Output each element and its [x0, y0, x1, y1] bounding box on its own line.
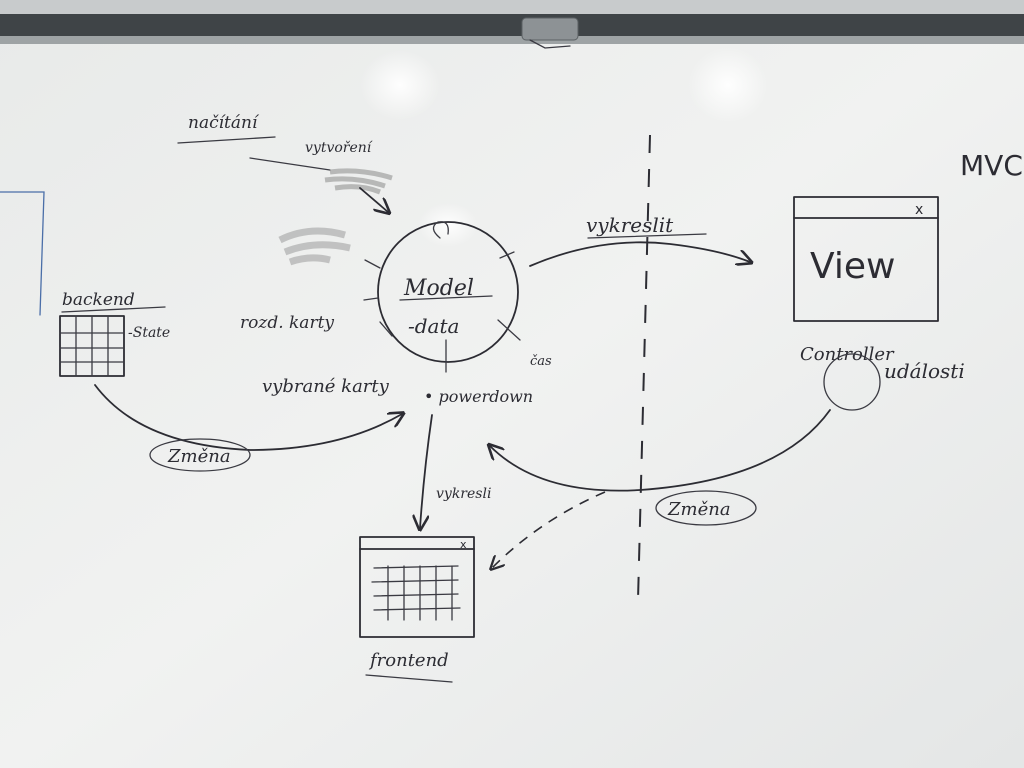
controller-circle — [823, 353, 881, 411]
stroke-nacitani — [249, 157, 331, 171]
board-clip-wire — [529, 39, 571, 49]
erased-scribble — [324, 168, 393, 195]
underline-frontend — [365, 674, 453, 683]
label-vykreslit: vykreslit — [586, 213, 674, 237]
light-glare — [418, 203, 478, 247]
model-node: Model -data — [363, 221, 521, 363]
label-powerdown: • powerdown — [424, 387, 533, 406]
circle-zmena-right — [655, 490, 757, 526]
label-data: -data — [408, 314, 459, 338]
partial-box-left-edge — [0, 191, 45, 316]
board-top-edge — [0, 0, 1024, 16]
frontend-close-icon: x — [460, 538, 467, 551]
label-nacitani: načítání — [188, 113, 260, 133]
board-frame-lip — [0, 36, 1024, 44]
underline-vykreslit — [587, 233, 707, 239]
underline-nacitani — [177, 136, 276, 144]
arrow-controller-to-model — [490, 409, 831, 492]
label-cas: čas — [530, 354, 552, 369]
label-backend: backend — [62, 290, 135, 310]
frontend-window: x — [359, 536, 475, 638]
frontend-grid-icon — [371, 565, 461, 621]
arrow-model-to-view — [529, 241, 750, 267]
underline-model — [399, 295, 493, 301]
label-udalosti: události — [884, 359, 965, 383]
arrow-model-to-frontend — [420, 414, 433, 528]
arrow-backend-to-model — [94, 384, 402, 451]
board-clip — [521, 17, 579, 41]
view-close-icon: x — [915, 202, 923, 218]
label-state: -State — [128, 325, 170, 341]
backend-grid-icon — [59, 315, 125, 377]
mvc-title: MVC — [960, 149, 1023, 182]
underline-backend — [61, 306, 166, 313]
label-zmena-left: Změna — [167, 446, 231, 467]
board-frame — [0, 14, 1024, 40]
label-view: View — [810, 246, 895, 287]
label-zmena-right: Změna — [667, 499, 731, 520]
label-frontend: frontend — [368, 650, 449, 671]
circle-zmena-left — [149, 438, 251, 472]
arrow-to-model — [359, 187, 388, 212]
erased-smudge — [278, 227, 351, 266]
light-glare — [360, 50, 440, 120]
label-rozd-karty: rozd. karty — [240, 313, 334, 333]
dashed-divider — [637, 134, 651, 601]
label-vytvoreni: vytvoření — [305, 140, 373, 156]
view-window: x View — [793, 196, 939, 322]
light-glare — [688, 47, 768, 123]
label-vybrane-karty: vybrané karty — [262, 376, 390, 397]
label-vykresli: vykresli — [436, 486, 491, 502]
